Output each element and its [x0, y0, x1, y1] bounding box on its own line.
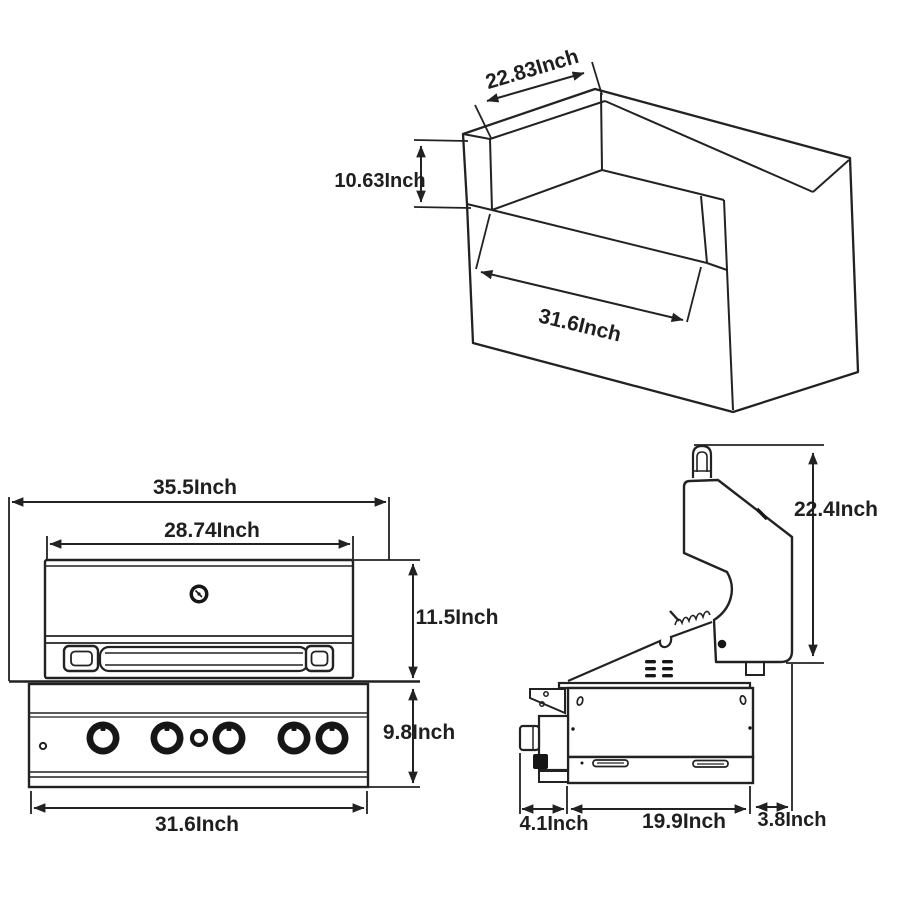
dim-side-rear-depth: 3.8Inch — [755, 802, 827, 831]
grill-base-front — [27, 682, 370, 789]
handle-bracket-right — [304, 644, 335, 673]
gas-valve-assembly — [518, 714, 570, 783]
grill-side-view: 22.4Inch 4.1Inch 19.9Inch 3.8Inch — [518, 444, 878, 835]
dim-label-side-total-height: 22.4Inch — [794, 498, 878, 521]
keyhole-slot — [576, 696, 584, 706]
firebox-side — [567, 610, 713, 683]
thermometer-icon — [189, 584, 209, 604]
dim-label-cutout-depth: 22.83Inch — [483, 45, 581, 94]
dim-label-cutout-front-height: 10.63Inch — [334, 170, 425, 192]
control-knob[interactable] — [212, 721, 246, 755]
dim-label-front-hood-width: 28.74Inch — [164, 519, 260, 542]
hood-rear-tab — [745, 662, 765, 676]
dim-side-front-depth: 4.1Inch — [520, 804, 589, 835]
vent-slot — [692, 759, 729, 768]
lid-spring — [674, 610, 711, 626]
dim-label-front-hood-height: 11.5Inch — [416, 606, 499, 629]
dim-front-overall-width: 35.5Inch — [8, 476, 390, 681]
dim-label-side-body-depth: 19.9Inch — [642, 810, 726, 833]
vent-slots — [645, 660, 673, 678]
dim-front-hood-width: 28.74Inch — [46, 519, 354, 559]
hood-handle-side — [691, 444, 713, 478]
dim-label-front-overall-width: 35.5Inch — [153, 476, 237, 499]
dim-side-body-depth: 19.9Inch — [570, 804, 747, 833]
dim-front-hood-height: 11.5Inch — [352, 559, 499, 679]
cutout-box-outline — [461, 87, 860, 414]
iso-cutout-view: 22.83Inch 10.63Inch 31.6Inch — [334, 45, 860, 414]
grill-front-view: 35.5Inch 28.74Inch — [8, 476, 499, 836]
grill-hood-side — [682, 478, 794, 676]
control-knob[interactable] — [315, 721, 349, 755]
valve-fitting — [533, 754, 548, 769]
control-knob[interactable] — [277, 721, 311, 755]
mounting-bracket — [529, 688, 566, 715]
valve-knob[interactable] — [518, 724, 541, 752]
dim-label-side-front-depth: 4.1Inch — [520, 813, 589, 835]
control-knob[interactable] — [86, 721, 120, 755]
base-lower-band — [566, 755, 755, 785]
control-knob[interactable] — [150, 721, 184, 755]
cutout-box-inner-edges — [462, 92, 850, 411]
dim-label-side-rear-depth: 3.8Inch — [758, 809, 827, 831]
control-knobs — [86, 721, 349, 755]
dim-label-front-base-height: 9.8Inch — [383, 721, 455, 744]
dim-front-base-height: 9.8Inch — [368, 688, 455, 788]
hood-handle — [62, 644, 335, 673]
grill-hood-front — [43, 558, 355, 680]
keyhole-slot — [739, 695, 747, 705]
dim-label-front-base-width: 31.6Inch — [155, 813, 239, 836]
panel-hole — [38, 741, 48, 751]
handle-bracket-left — [62, 644, 100, 673]
dim-side-total-height: 22.4Inch — [794, 452, 878, 657]
hinge-mark — [755, 507, 769, 521]
vent-slot — [592, 759, 629, 768]
hood-pivot — [717, 639, 727, 649]
grill-base-side — [518, 681, 755, 785]
dim-front-base-width: 31.6Inch — [30, 791, 368, 836]
igniter-button[interactable] — [189, 728, 209, 748]
base-body-side — [566, 686, 755, 759]
dim-cutout-front-height: 10.63Inch — [334, 139, 472, 209]
spring-lever — [669, 610, 680, 622]
